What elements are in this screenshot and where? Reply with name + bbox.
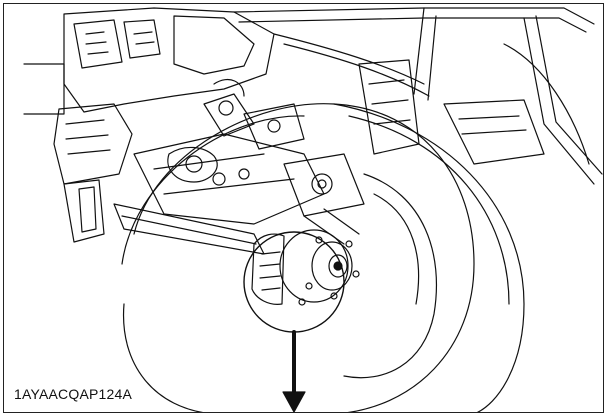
removal-arrow <box>282 330 306 412</box>
suspension-assembly <box>113 79 365 255</box>
tire <box>121 103 525 412</box>
frame-tubes <box>233 7 603 185</box>
figure-id-label: 1AYAACQAP124A <box>14 386 133 402</box>
figure-frame: 1AYAACQAP124A <box>3 3 604 413</box>
vehicle-body <box>23 7 275 243</box>
brake-hub <box>243 229 360 333</box>
technical-illustration <box>23 7 603 412</box>
